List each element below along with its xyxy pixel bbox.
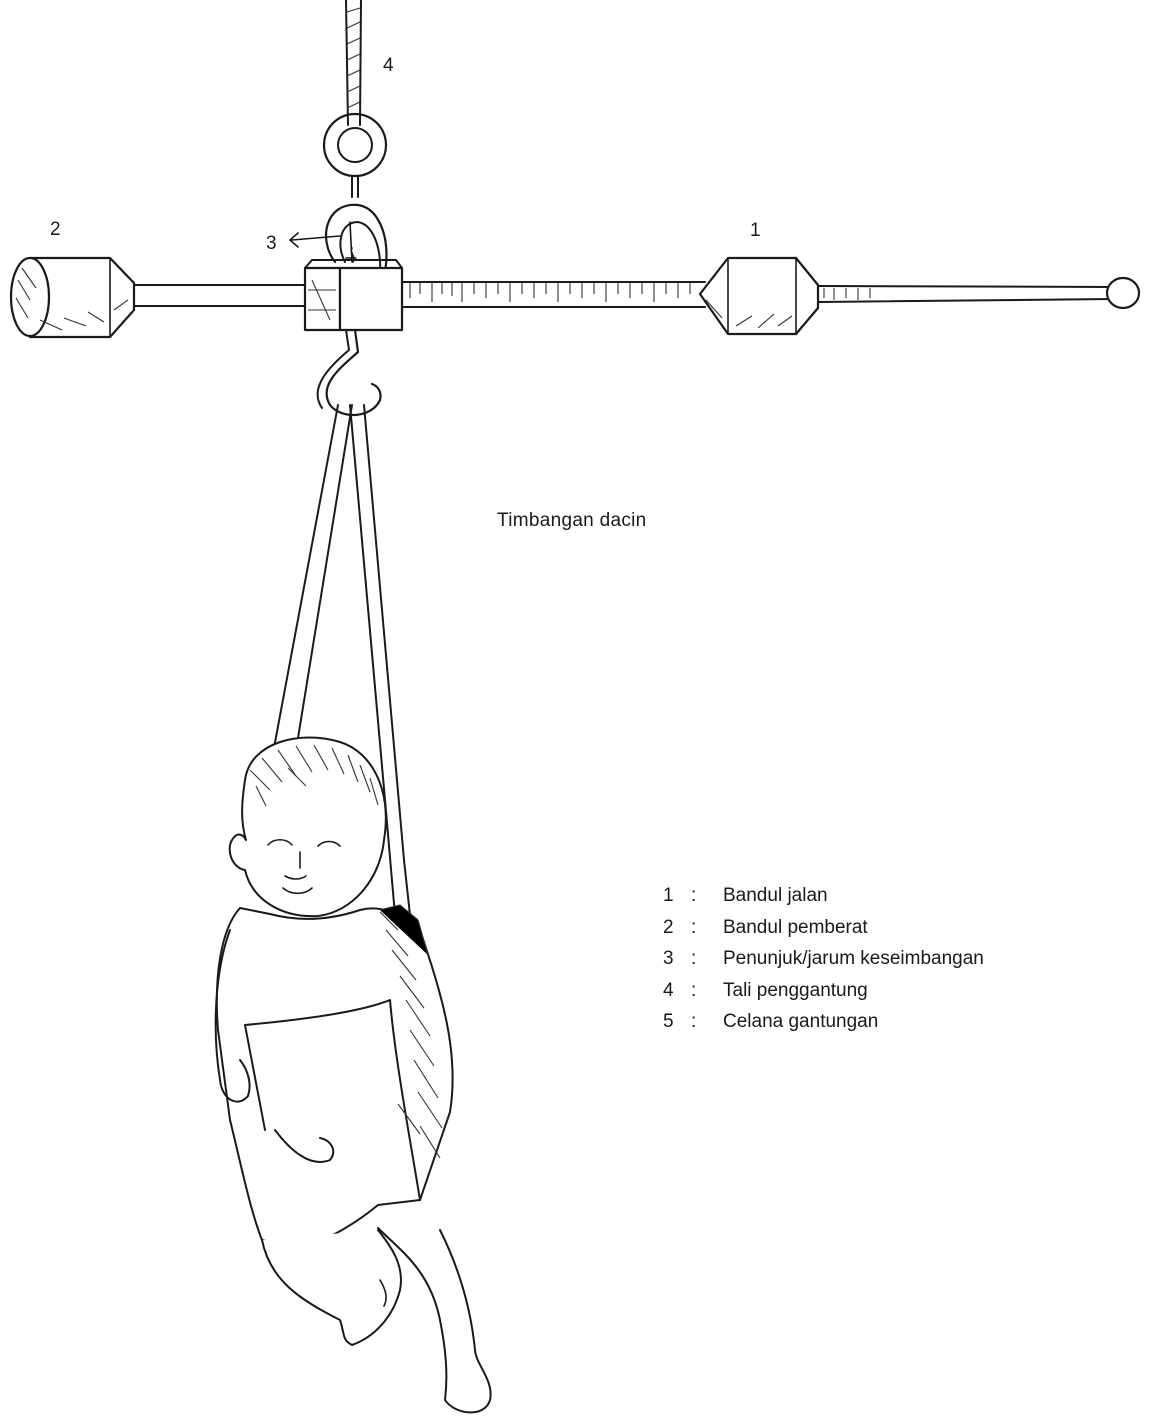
legend-text: Bandul pemberat bbox=[723, 912, 868, 944]
legend-separator: : bbox=[691, 880, 723, 912]
pivot-block bbox=[305, 260, 402, 330]
legend-item: 1 : Bandul jalan bbox=[663, 880, 984, 912]
callout-3-arrow bbox=[290, 233, 340, 247]
legend-number: 4 bbox=[663, 975, 691, 1007]
suspension-ring bbox=[324, 114, 386, 197]
legend-item: 3 : Penunjuk/jarum keseimbangan bbox=[663, 943, 984, 975]
legend-text: Tali penggantung bbox=[723, 975, 868, 1007]
callout-4: 4 bbox=[383, 55, 394, 76]
legend-text: Celana gantungan bbox=[723, 1006, 878, 1038]
callout-3: 3 bbox=[266, 233, 277, 254]
beam-left-rod bbox=[135, 285, 305, 306]
legend-number: 3 bbox=[663, 943, 691, 975]
hanging-rope bbox=[346, 0, 361, 125]
sliding-weight-1 bbox=[700, 258, 818, 334]
legend-number: 1 bbox=[663, 880, 691, 912]
callout-1: 1 bbox=[750, 220, 761, 241]
counterweight-2 bbox=[11, 258, 134, 337]
legend-separator: : bbox=[691, 1006, 723, 1038]
baby-in-sling bbox=[216, 738, 491, 1413]
legend-separator: : bbox=[691, 975, 723, 1007]
legend-text: Bandul jalan bbox=[723, 880, 828, 912]
legend: 1 : Bandul jalan 2 : Bandul pemberat 3 :… bbox=[663, 880, 984, 1038]
legend-item: 5 : Celana gantungan bbox=[663, 1006, 984, 1038]
beam-right-rod bbox=[818, 278, 1139, 308]
lower-hook bbox=[318, 330, 381, 415]
legend-separator: : bbox=[691, 912, 723, 944]
legend-number: 5 bbox=[663, 1006, 691, 1038]
graduated-beam bbox=[402, 282, 705, 307]
legend-item: 2 : Bandul pemberat bbox=[663, 912, 984, 944]
legend-text: Penunjuk/jarum keseimbangan bbox=[723, 943, 984, 975]
legend-number: 2 bbox=[663, 912, 691, 944]
legend-separator: : bbox=[691, 943, 723, 975]
callout-2: 2 bbox=[50, 219, 61, 240]
figure-caption: Timbangan dacin bbox=[497, 510, 647, 532]
legend-item: 4 : Tali penggantung bbox=[663, 975, 984, 1007]
